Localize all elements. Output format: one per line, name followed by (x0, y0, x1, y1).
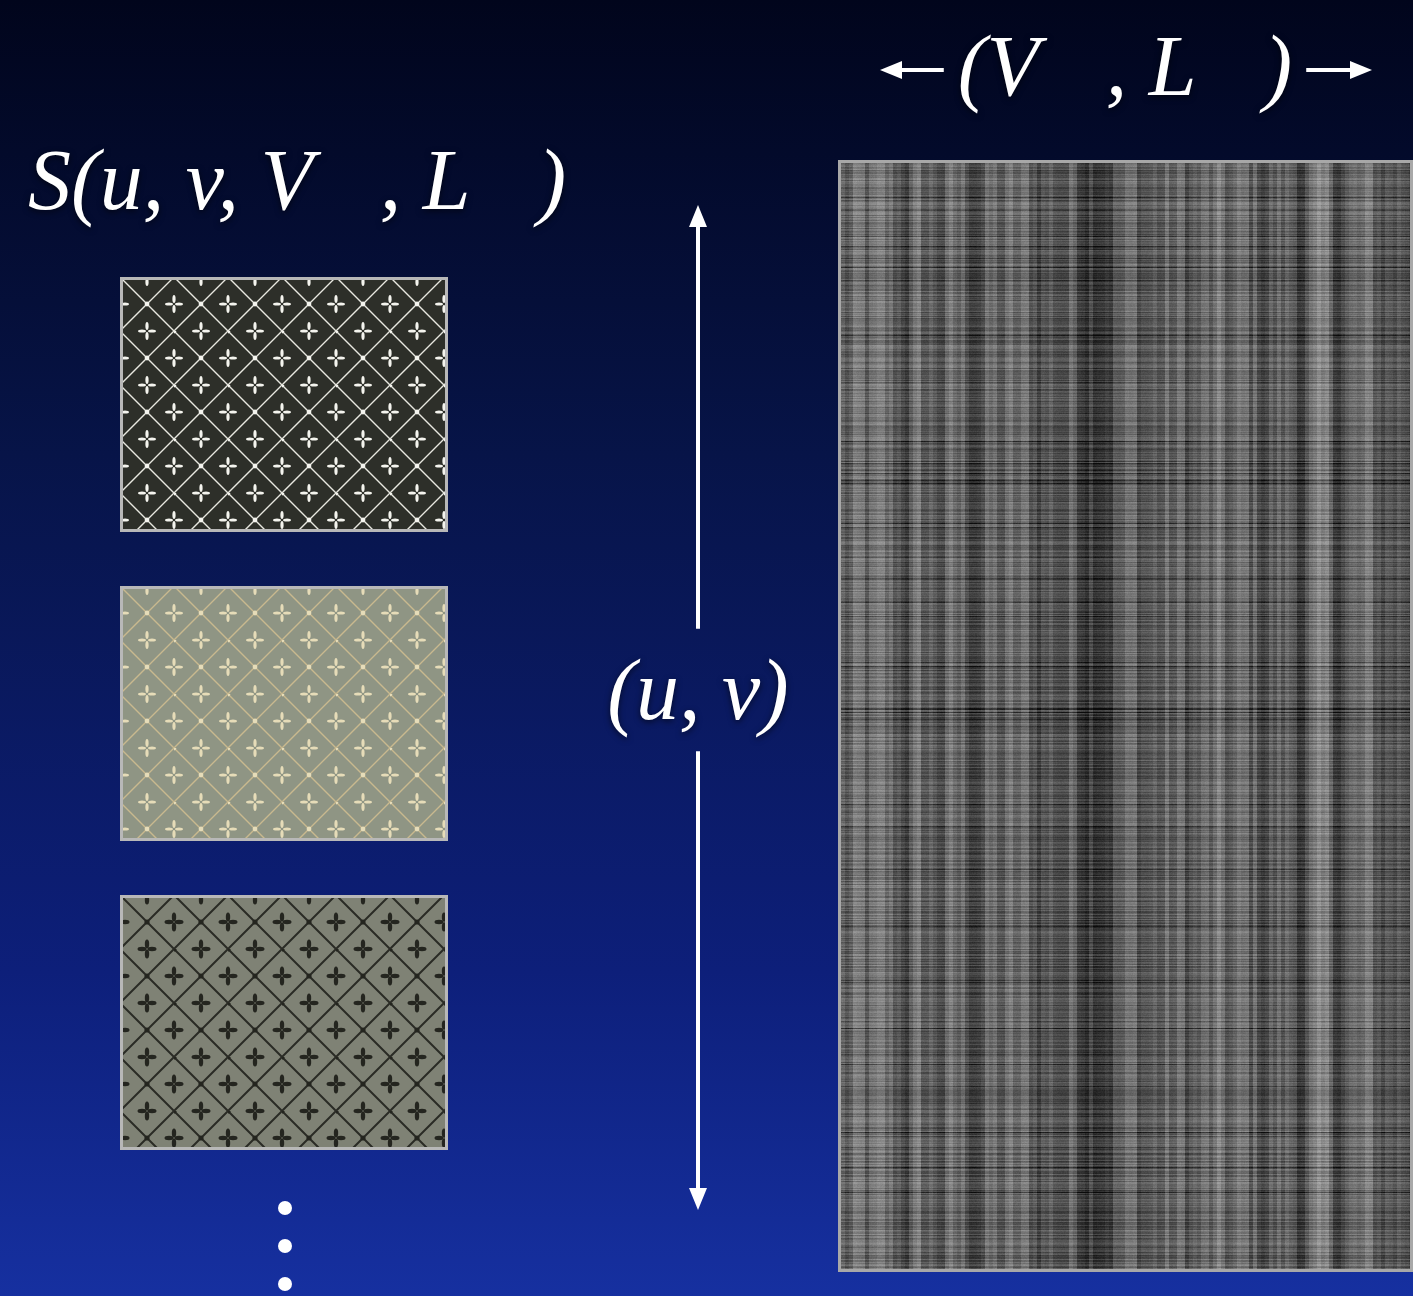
texture-image (122, 588, 447, 840)
matrix-image (838, 160, 1413, 1272)
texture-image (122, 897, 447, 1149)
texture-image (122, 279, 447, 531)
function-label: S(u, v, V⃗, L⃗) (28, 133, 566, 228)
axis-label: (u, v) (607, 643, 788, 738)
axis-label: (V⃗, L⃗) (958, 19, 1292, 114)
ellipsis-dots (278, 1201, 292, 1291)
